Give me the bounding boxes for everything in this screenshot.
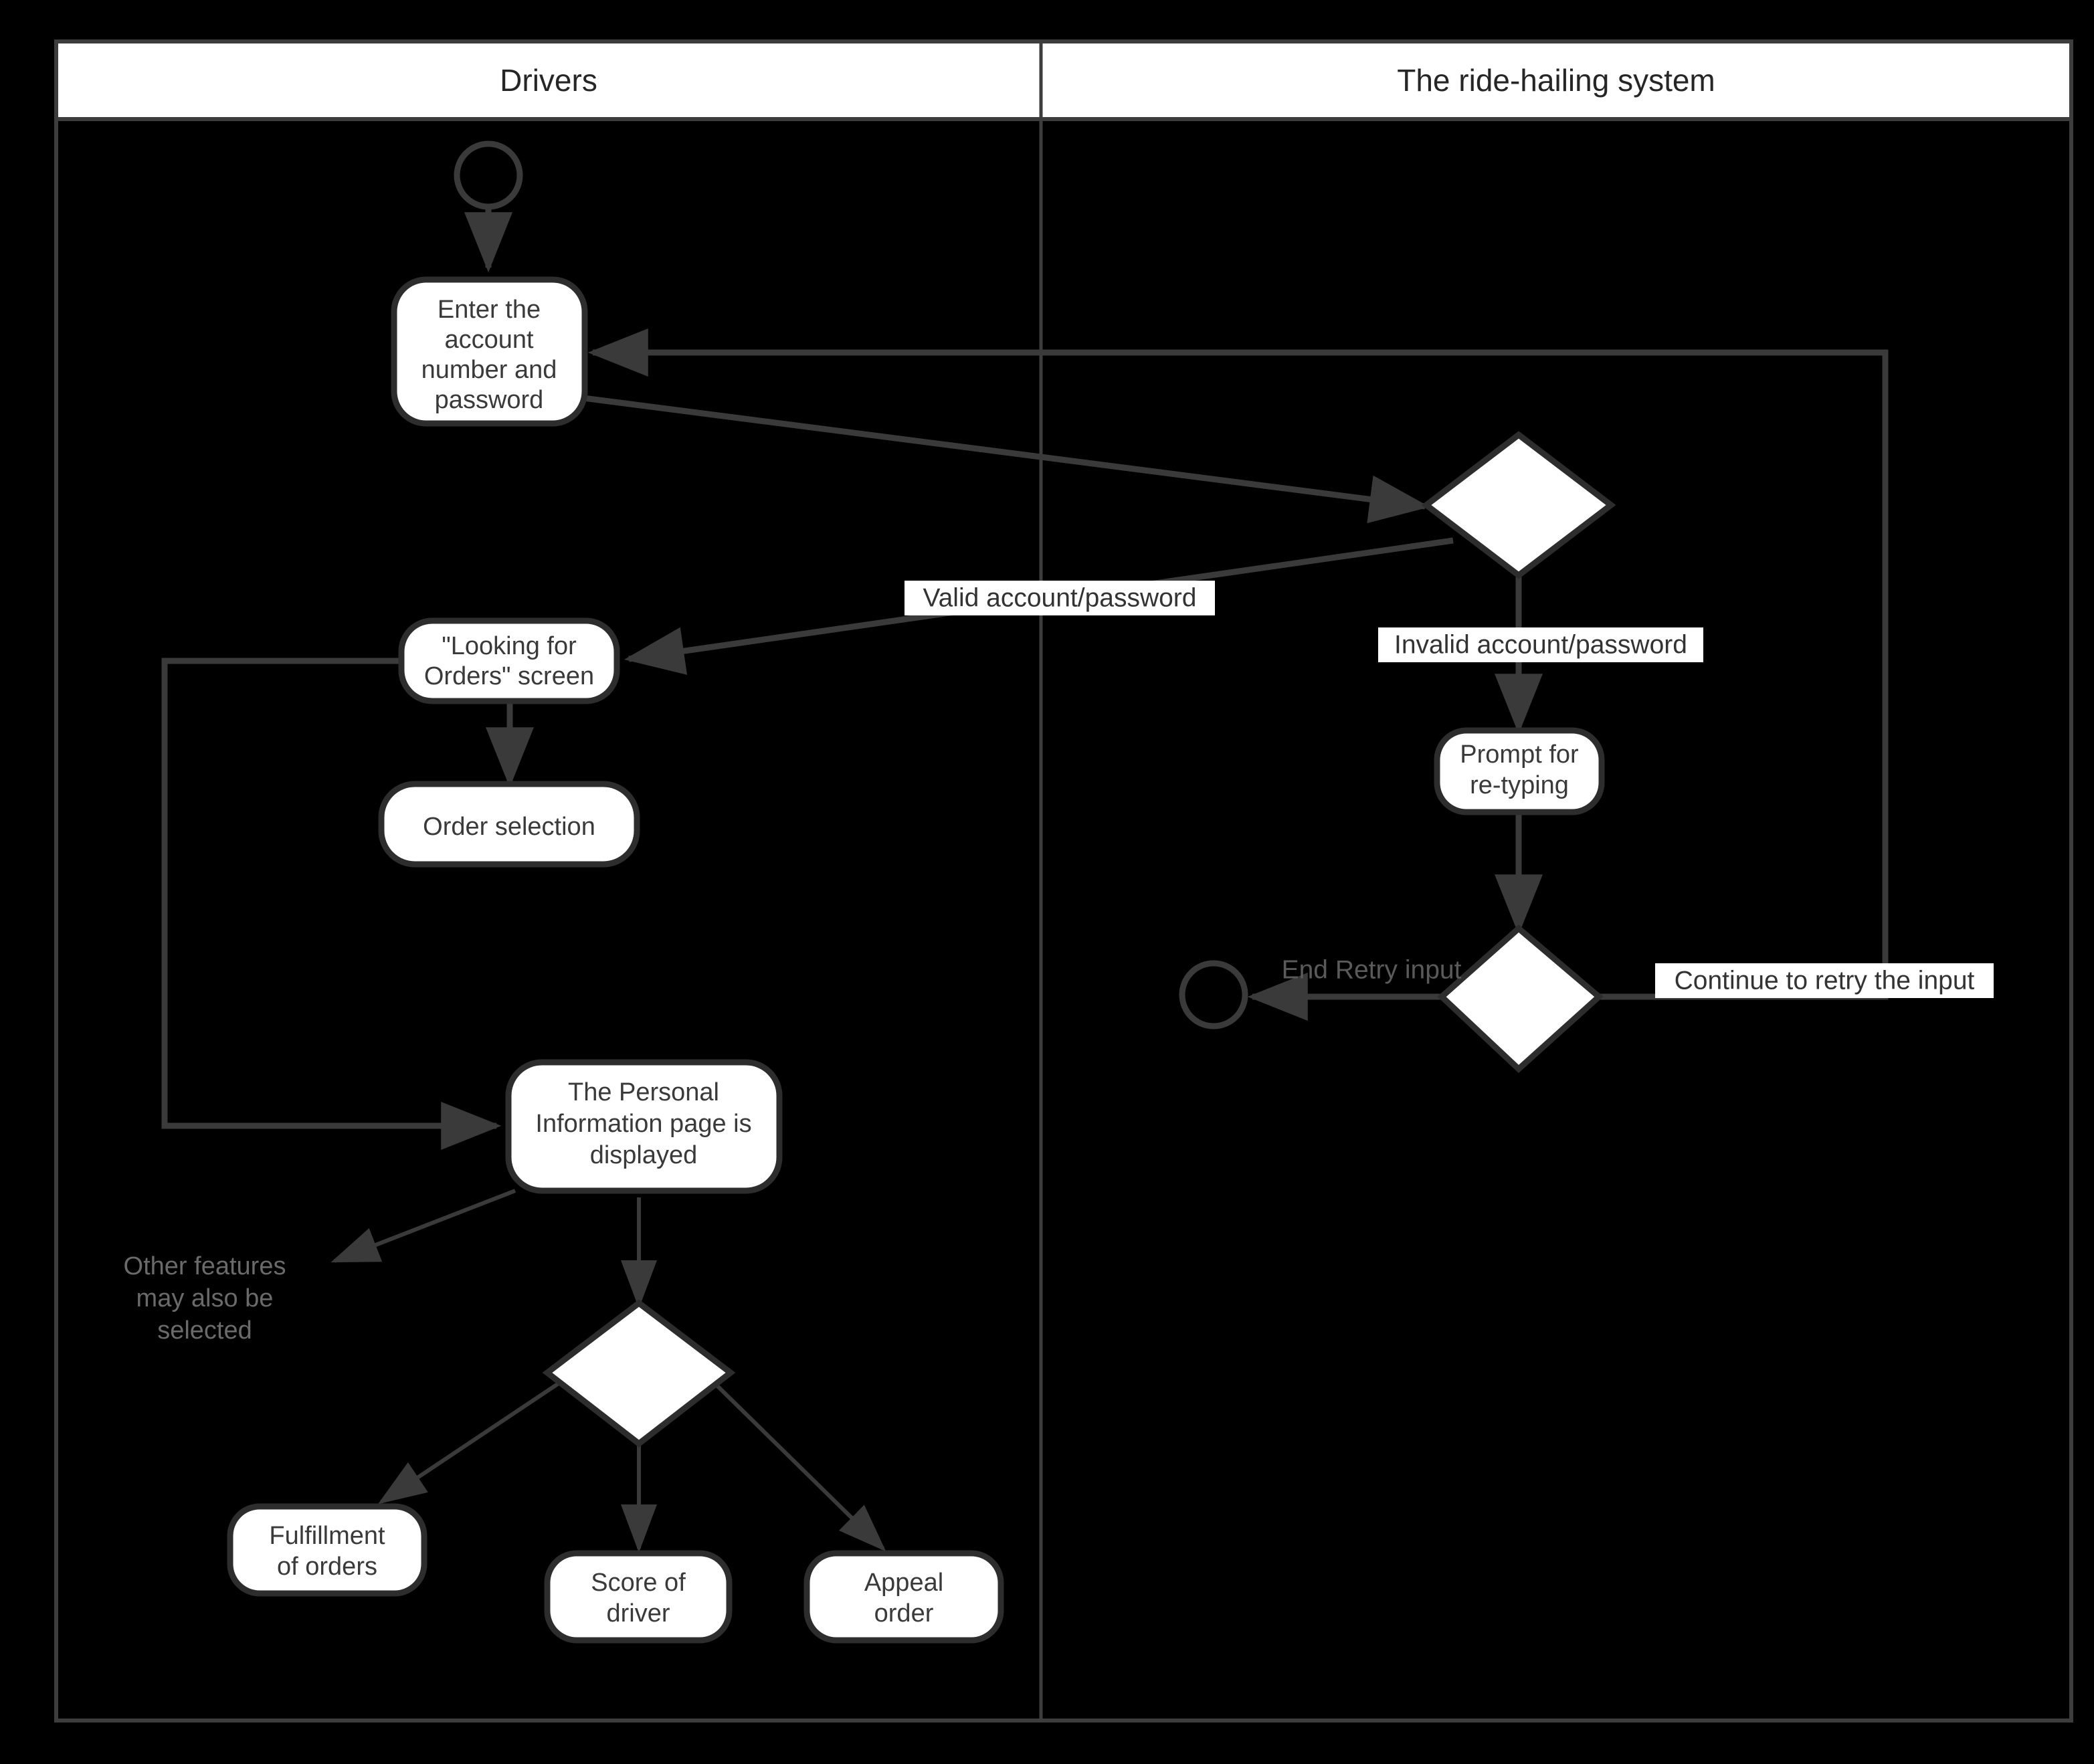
node-prompt-retype[interactable]: Prompt for re-typing <box>1434 727 1605 815</box>
node-looking-for-orders[interactable]: "Looking for Orders" screen <box>398 617 620 704</box>
node-looking-for-orders-line-1: "Looking for <box>442 632 577 660</box>
node-enter-credentials-line-2: account <box>444 326 534 354</box>
edge-label-end-retry-text: End Retry input <box>1282 955 1462 984</box>
node-fulfillment-of-orders[interactable]: Fulfillment of orders <box>227 1503 427 1597</box>
edge-label-valid-text: Valid account/password <box>923 583 1196 612</box>
node-enter-credentials[interactable]: Enter the account number and password <box>391 276 588 427</box>
node-appeal-order[interactable]: Appeal order <box>803 1550 1004 1644</box>
final-node[interactable] <box>1179 960 1248 1030</box>
node-retry-decision[interactable] <box>1437 924 1604 1074</box>
node-prompt-retype-line-2: re-typing <box>1470 771 1569 799</box>
node-score-of-driver-shape <box>544 1550 733 1644</box>
node-order-selection-shape <box>378 781 640 868</box>
edge-enter-credentials-to-validate <box>583 395 1430 524</box>
node-enter-credentials-line-1: Enter the <box>438 296 541 324</box>
edge-feature-decision-to-appeal <box>700 1369 886 1552</box>
node-fulfillment-of-orders-shape <box>227 1503 427 1597</box>
node-enter-credentials-shape <box>391 276 588 427</box>
node-validate-decision[interactable] <box>1421 431 1616 579</box>
node-score-line-1: Score of <box>591 1569 686 1597</box>
swimlane-frame <box>54 39 2073 1723</box>
lane-header-drivers: Drivers <box>500 63 597 98</box>
node-appeal-order-shape <box>803 1550 1004 1644</box>
note-other-features-line-1: Other features <box>124 1252 286 1280</box>
edge-label-invalid-text: Invalid account/password <box>1394 630 1687 659</box>
node-appeal-line-2: order <box>874 1599 934 1628</box>
edge-feature-decision-to-fulfillment <box>378 1369 578 1504</box>
node-fulfillment-line-2: of orders <box>277 1553 377 1581</box>
node-prompt-retype-shape <box>1434 727 1605 815</box>
edge-label-invalid: Invalid account/password <box>1378 627 1703 662</box>
node-personal-info-page-shape <box>505 1059 783 1194</box>
edge-label-invalid-plate <box>1378 627 1703 662</box>
edge-label-valid-plate <box>905 581 1215 615</box>
node-appeal-line-1: Appeal <box>864 1569 943 1597</box>
swimlane-header-band <box>54 39 2073 121</box>
swimlane-outer-border <box>54 39 2073 1723</box>
edge-label-continue-retry-text: Continue to retry the input <box>1675 966 1975 995</box>
node-fulfillment-line-1: Fulfillment <box>269 1522 385 1550</box>
node-looking-for-orders-shape <box>398 617 620 704</box>
node-order-selection-label: Order selection <box>423 813 595 841</box>
edge-looking-to-personal-info <box>161 658 502 1150</box>
node-looking-for-orders-line-2: Orders" screen <box>424 662 594 690</box>
edge-continue-retry-to-enter-credentials <box>587 328 1889 1000</box>
node-personal-info-line-3: displayed <box>590 1141 698 1169</box>
note-other-features: Other features may also be selected <box>124 1252 286 1345</box>
node-personal-info-line-1: The Personal <box>568 1078 719 1106</box>
node-order-selection[interactable]: Order selection <box>378 781 640 868</box>
flow-edges <box>161 207 1889 1553</box>
edge-label-valid: Valid account/password <box>905 581 1215 615</box>
node-enter-credentials-line-4: password <box>435 386 544 414</box>
node-enter-credentials-line-3: number and <box>421 356 557 384</box>
initial-node[interactable] <box>454 140 523 210</box>
lane-header-system: The ride-hailing system <box>1397 63 1715 98</box>
note-other-features-line-3: selected <box>157 1316 252 1345</box>
edge-personal-info-to-other-features <box>330 1189 516 1263</box>
node-prompt-retype-line-1: Prompt for <box>1460 741 1579 769</box>
edge-label-continue-retry: Continue to retry the input <box>1655 963 1994 998</box>
edge-label-continue-retry-plate <box>1655 963 1994 998</box>
node-personal-info-line-2: Information page is <box>535 1110 751 1138</box>
node-personal-info-page[interactable]: The Personal Information page is display… <box>505 1059 783 1194</box>
note-other-features-line-2: may also be <box>136 1284 274 1312</box>
node-score-of-driver[interactable]: Score of driver <box>544 1550 733 1644</box>
node-score-line-2: driver <box>606 1599 670 1628</box>
node-feature-decision[interactable] <box>542 1299 736 1448</box>
